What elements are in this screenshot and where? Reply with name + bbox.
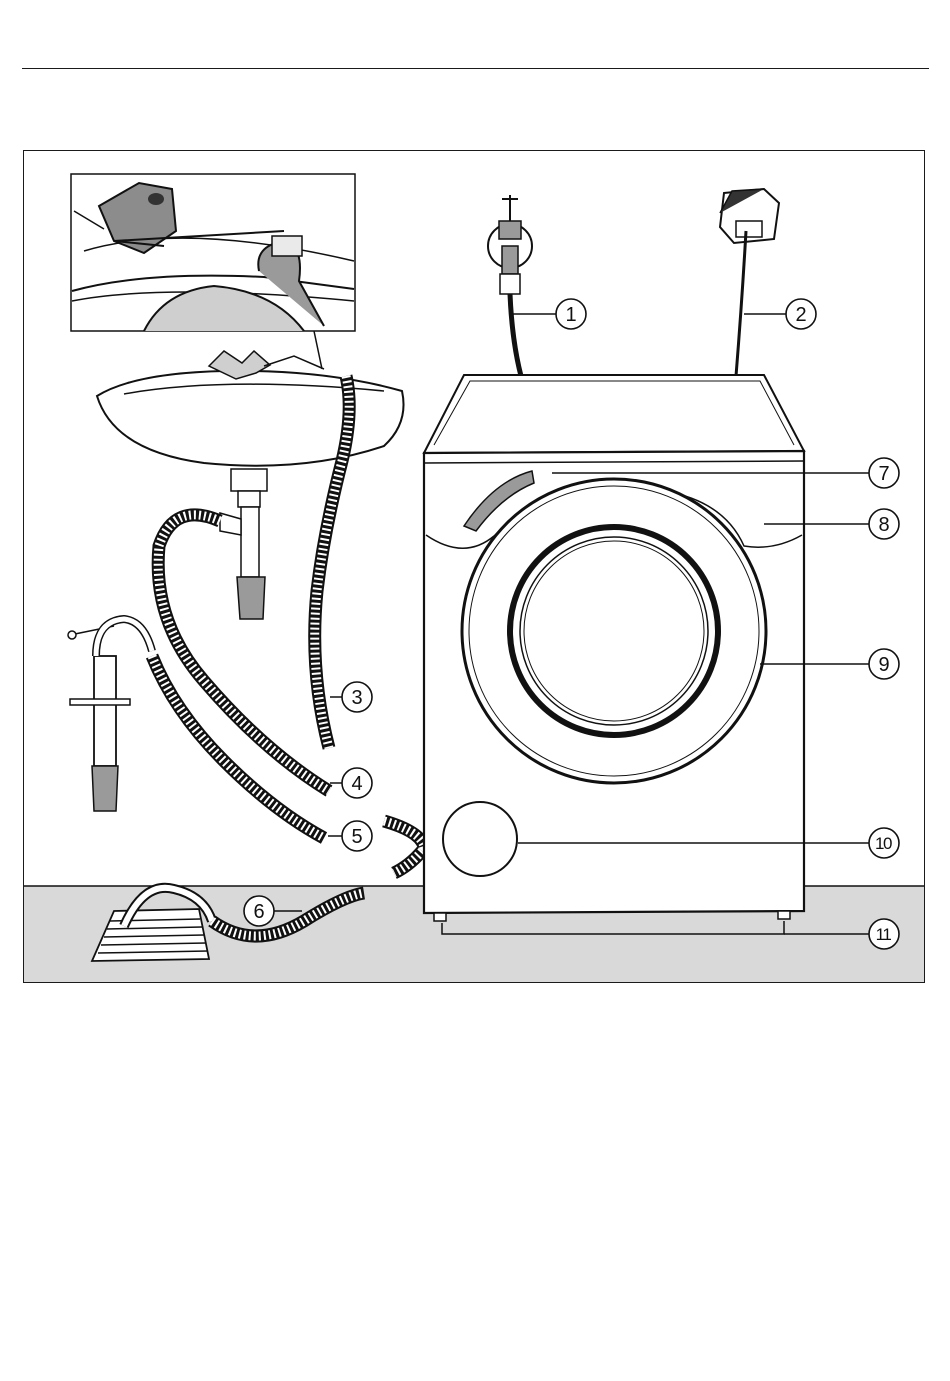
callout-5-label: 5 — [351, 826, 362, 848]
callout-4: 4 — [342, 768, 372, 798]
wall-socket — [720, 189, 779, 243]
adjustable-foot-left — [434, 913, 446, 921]
callout-10: 10 — [869, 828, 899, 858]
callout-7: 7 — [869, 458, 899, 488]
door — [462, 479, 766, 783]
callout-6-label: 6 — [253, 901, 264, 923]
callout-4-label: 4 — [351, 773, 362, 795]
callout-9: 9 — [869, 649, 899, 679]
water-tap — [488, 195, 532, 294]
callout-11: 11 — [869, 919, 899, 949]
washing-machine-installation-diagram: 1 2 3 4 5 6 7 8 9 10 11 — [23, 150, 925, 983]
callout-3: 3 — [342, 682, 372, 712]
diagram-svg: 1 2 3 4 5 6 7 8 9 10 11 — [24, 151, 925, 983]
callout-9-label: 9 — [878, 654, 889, 676]
filter-access-panel — [443, 802, 517, 876]
hose-hook-detail-inset — [71, 174, 355, 331]
callout-11-label: 11 — [876, 925, 892, 944]
callout-8: 8 — [869, 509, 899, 539]
washing-machine — [424, 375, 804, 921]
electrical-cable — [736, 231, 746, 376]
callout-5: 5 — [342, 821, 372, 851]
water-inlet-hose — [510, 294, 521, 376]
callout-8-label: 8 — [878, 514, 889, 536]
callout-6: 6 — [244, 896, 274, 926]
header-rule — [22, 68, 929, 69]
callout-1-label: 1 — [565, 304, 576, 326]
callout-2: 2 — [786, 299, 816, 329]
wash-basin — [97, 351, 404, 619]
callout-3-label: 3 — [351, 687, 362, 709]
callout-2-label: 2 — [795, 304, 806, 326]
callout-10-label: 10 — [875, 834, 892, 853]
adjustable-foot-right — [778, 911, 790, 919]
standpipe — [68, 619, 152, 811]
callout-7-label: 7 — [878, 463, 889, 485]
drain-hose-outlet-machine — [384, 821, 424, 873]
drain-hose-standpipe — [152, 656, 324, 838]
callout-1: 1 — [556, 299, 586, 329]
